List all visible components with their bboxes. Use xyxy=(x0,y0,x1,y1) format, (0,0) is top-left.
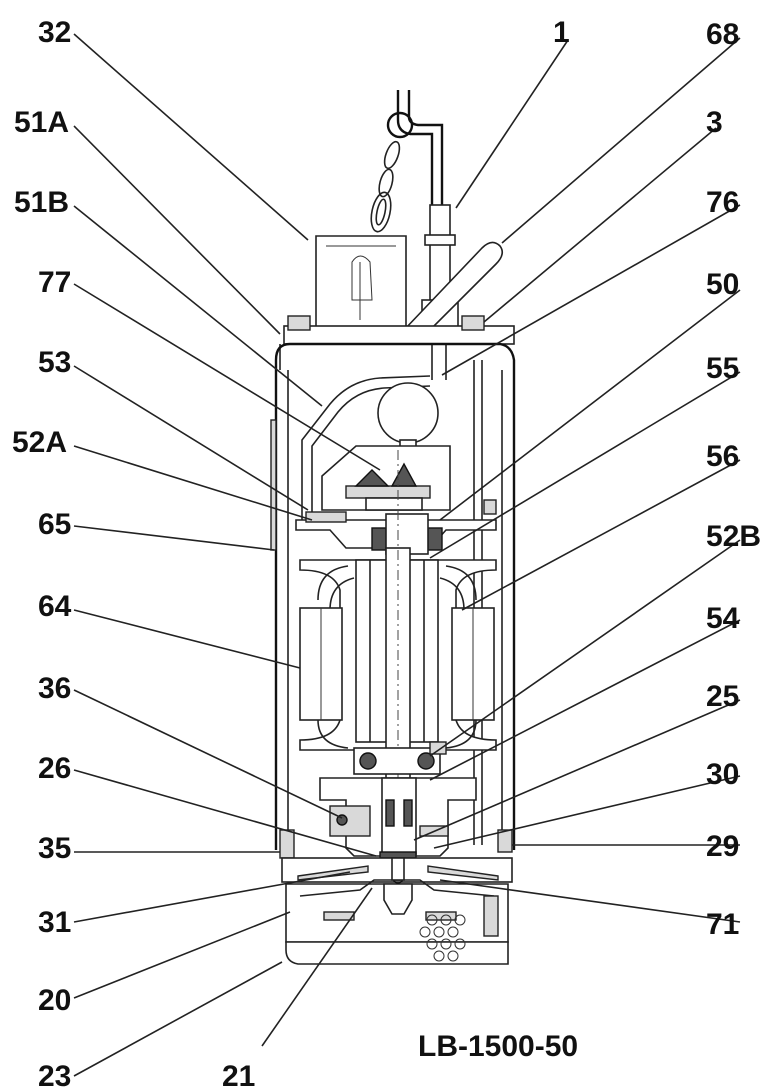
terminal-box xyxy=(321,445,451,511)
label-35: 35 xyxy=(38,832,71,865)
pump-drawing xyxy=(270,90,516,965)
label-32: 32 xyxy=(38,16,71,49)
label-53: 53 xyxy=(38,346,71,379)
inner-jacket xyxy=(301,375,431,520)
label-50: 50 xyxy=(706,268,739,301)
upper-bracket xyxy=(295,511,497,555)
capacitor xyxy=(377,382,439,444)
label-1: 1 xyxy=(553,16,570,49)
label-25: 25 xyxy=(706,680,739,713)
label-77: 77 xyxy=(38,266,71,299)
label-76: 76 xyxy=(706,186,739,219)
label-64: 64 xyxy=(38,590,72,623)
model-title: LB-1500-50 xyxy=(418,1030,578,1063)
label-29: 29 xyxy=(706,830,739,863)
part-labels: 1 68 3 76 50 55 56 52B 54 25 30 29 71 32… xyxy=(12,16,761,1090)
label-3: 3 xyxy=(706,106,723,139)
lifting-handle xyxy=(386,90,444,205)
label-51B: 51B xyxy=(14,186,69,219)
impeller-region xyxy=(281,857,513,943)
leader-lines xyxy=(73,33,741,1077)
label-56: 56 xyxy=(706,440,739,473)
label-26: 26 xyxy=(38,752,71,785)
lower-bearing xyxy=(353,741,447,775)
label-54: 54 xyxy=(706,602,740,635)
side-plug xyxy=(497,829,513,853)
label-71: 71 xyxy=(706,908,739,941)
label-68: 68 xyxy=(706,18,739,51)
chain xyxy=(370,140,401,233)
label-52A: 52A xyxy=(12,426,67,459)
label-65: 65 xyxy=(38,508,71,541)
label-52B: 52B xyxy=(706,520,761,553)
label-20: 20 xyxy=(38,984,71,1017)
strainer-base xyxy=(285,895,509,965)
seal-housing xyxy=(319,777,477,859)
cable xyxy=(402,241,504,342)
label-21: 21 xyxy=(222,1060,255,1090)
label-36: 36 xyxy=(38,672,71,705)
top-cover xyxy=(315,235,407,331)
outer-casing xyxy=(270,342,516,850)
label-51A: 51A xyxy=(14,106,69,139)
label-55: 55 xyxy=(706,352,739,385)
label-23: 23 xyxy=(38,1060,71,1090)
label-31: 31 xyxy=(38,906,71,939)
drain-plug xyxy=(279,829,295,859)
label-30: 30 xyxy=(706,758,739,791)
top-flange xyxy=(279,315,515,370)
